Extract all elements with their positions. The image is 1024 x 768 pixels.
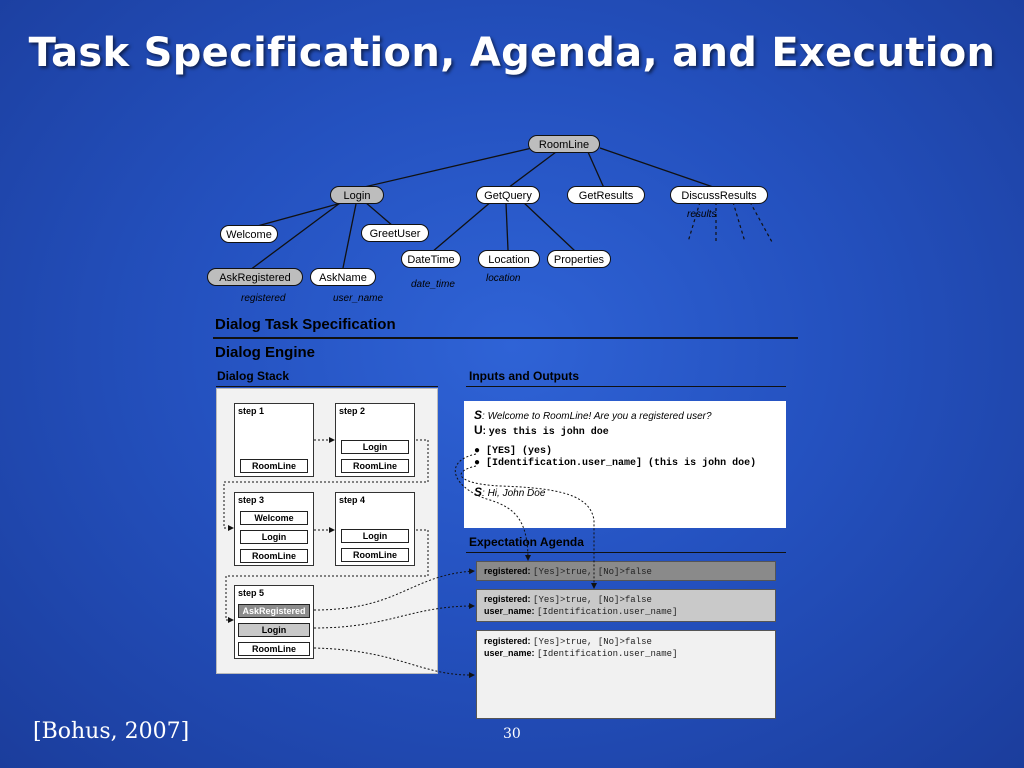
parse-line: ● [Identification.user_name] (this is jo…	[474, 458, 756, 469]
agenda-grammar: [Yes]>true, [No]>false	[533, 595, 652, 605]
slide-title: Task Specification, Agenda, and Executio…	[28, 30, 996, 76]
stack-agent: RoomLine	[240, 549, 308, 563]
speaker-system: S	[474, 408, 483, 422]
stack-agent: Welcome	[240, 511, 308, 525]
agenda-concept: user_name:	[484, 606, 535, 616]
concept-user-name: user_name	[333, 293, 384, 304]
node-properties: Properties	[547, 250, 611, 268]
agenda-box-3: registered: [Yes]>true, [No]>false user_…	[476, 630, 776, 719]
stack-step-3: step 3 Welcome Login RoomLine	[234, 492, 314, 566]
edge-login-welcome	[249, 201, 346, 229]
agenda-grammar: [Identification.user_name]	[537, 607, 678, 617]
stack-divider	[216, 386, 438, 387]
node-welcome: Welcome	[220, 225, 278, 243]
stack-agent: RoomLine	[341, 548, 409, 562]
agenda-box-1: registered: [Yes]>true, [No]>false	[476, 561, 776, 581]
user-utterance-text: yes this is john doe	[488, 427, 609, 438]
edge-roomline-login	[359, 147, 533, 189]
node-getquery: GetQuery	[476, 186, 540, 204]
edge-getquery-datetime	[431, 200, 493, 253]
stack-agent: RoomLine	[240, 459, 308, 473]
concept-location: location	[486, 273, 521, 284]
node-login: Login	[330, 186, 384, 204]
system-response: S: Hi, John Doe	[474, 485, 545, 499]
agenda-grammar: [Yes]>true, [No]>false	[533, 637, 652, 647]
agenda-grammar: [Yes]>true, [No]>false	[533, 567, 652, 577]
node-discussresults: DiscussResults	[670, 186, 768, 204]
stack-agent: RoomLine	[341, 459, 409, 473]
task-spec-divider	[213, 337, 798, 339]
edge-roomline-discuss	[599, 147, 717, 189]
node-greetuser: GreetUser	[361, 224, 429, 242]
edge-discuss-dashed-1	[687, 201, 701, 243]
step-label: step 5	[238, 588, 265, 598]
stack-step-1: step 1 RoomLine	[234, 403, 314, 477]
parse-text: [Identification.user_name] (this is john…	[486, 458, 757, 469]
system-prompt-text: : Welcome to RoomLine! Are you a registe…	[482, 411, 712, 422]
agenda-entry: registered: [Yes]>true, [No]>false	[484, 566, 652, 577]
agenda-concept: registered:	[484, 566, 531, 576]
edge-login-greetuser	[364, 201, 394, 227]
concept-results: results	[687, 209, 717, 220]
speaker-user: U	[474, 423, 483, 437]
stack-agent: RoomLine	[238, 642, 310, 656]
agenda-entry: registered: [Yes]>true, [No]>false	[484, 594, 652, 605]
edge-roomline-getresults	[587, 151, 605, 189]
step-label: step 1	[238, 406, 265, 416]
node-getresults: GetResults	[567, 186, 645, 204]
user-utterance: U: yes this is john doe	[474, 423, 609, 438]
edge-discuss-dashed-4	[749, 201, 773, 243]
stack-label: Dialog Stack	[217, 369, 290, 383]
concept-date-time: date_time	[411, 279, 455, 290]
node-datetime: DateTime	[401, 250, 461, 268]
agenda-divider	[466, 552, 786, 553]
citation: [Bohus, 2007]	[33, 719, 190, 744]
node-roomline: RoomLine	[528, 135, 600, 153]
stack-step-5: step 5 AskRegistered Login RoomLine	[234, 585, 314, 659]
task-spec-label: Dialog Task Specification	[215, 316, 396, 333]
stack-step-4: step 4 Login RoomLine	[335, 492, 415, 566]
system-prompt: S: Welcome to RoomLine! Are you a regist…	[474, 408, 712, 422]
edge-getquery-location	[505, 202, 509, 251]
step-label: step 3	[238, 495, 265, 505]
agenda-grammar: [Identification.user_name]	[537, 649, 678, 659]
io-divider	[466, 386, 786, 387]
edge-login-askregistered	[249, 202, 341, 271]
agenda-entry: user_name: [Identification.user_name]	[484, 648, 677, 659]
edge-login-askname	[342, 203, 357, 269]
agenda-entry: user_name: [Identification.user_name]	[484, 606, 677, 617]
concept-registered: registered	[241, 293, 286, 304]
agenda-concept: registered:	[484, 594, 531, 604]
stack-agent: Login	[240, 530, 308, 544]
page-number: 30	[503, 726, 521, 742]
stack-agent: Login	[238, 623, 310, 637]
bullet-icon: ●	[474, 458, 481, 469]
parse-line: ● [YES] (yes)	[474, 446, 552, 457]
edge-discuss-dashed-3	[732, 201, 746, 243]
edge-getquery-properties	[521, 200, 576, 252]
stack-agent: Login	[341, 440, 409, 454]
io-panel: S: Welcome to RoomLine! Are you a regist…	[464, 401, 786, 528]
node-askname: AskName	[310, 268, 376, 286]
agenda-concept: user_name:	[484, 648, 535, 658]
io-label: Inputs and Outputs	[469, 369, 579, 383]
agenda-entry: registered: [Yes]>true, [No]>false	[484, 636, 652, 647]
step-label: step 2	[339, 406, 366, 416]
system-response-text: : Hi, John Doe	[482, 488, 546, 499]
step-label: step 4	[339, 495, 366, 505]
parse-text: [YES] (yes)	[486, 446, 553, 457]
stack-agent: AskRegistered	[238, 604, 310, 618]
agenda-label: Expectation Agenda	[469, 535, 584, 549]
node-location: Location	[478, 250, 540, 268]
node-askregistered: AskRegistered	[207, 268, 303, 286]
bullet-icon: ●	[474, 446, 481, 457]
edge-roomline-getquery	[507, 151, 557, 189]
stack-step-2: step 2 Login RoomLine	[335, 403, 415, 477]
engine-label: Dialog Engine	[215, 344, 316, 361]
agenda-concept: registered:	[484, 636, 531, 646]
agenda-box-2: registered: [Yes]>true, [No]>false user_…	[476, 589, 776, 622]
stack-agent: Login	[341, 529, 409, 543]
speaker-system: S	[474, 485, 483, 499]
